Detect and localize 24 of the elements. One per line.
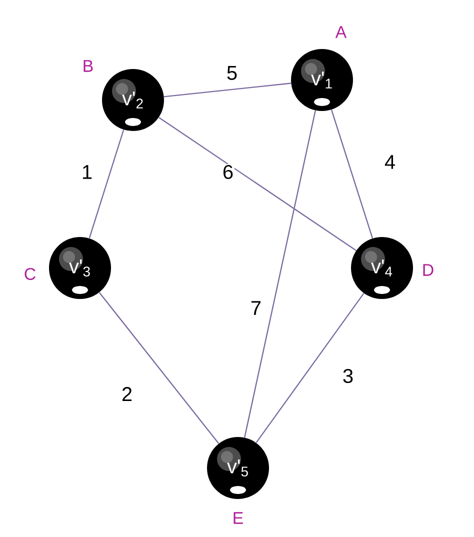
edge-label: 6 xyxy=(221,164,235,180)
edge-line xyxy=(244,110,316,438)
sphere: v'$_{4}$ xyxy=(351,237,413,299)
sphere: v'$_{3}$ xyxy=(49,237,111,299)
edge-line xyxy=(330,110,374,238)
edge-label: 7 xyxy=(249,300,263,316)
edge-label: 4 xyxy=(383,154,397,170)
edge-line xyxy=(256,292,364,444)
node-letter: A xyxy=(335,26,347,38)
edge-label: 2 xyxy=(120,386,134,402)
edge-line xyxy=(98,292,220,444)
node-letter: C xyxy=(24,268,36,280)
edge-line xyxy=(164,82,292,98)
node-letter: D xyxy=(423,264,434,276)
edge-label: 1 xyxy=(80,164,94,180)
node-letter: E xyxy=(234,512,243,524)
sphere: v'$_{1}$ xyxy=(291,49,353,111)
edge-line xyxy=(88,130,124,238)
edge-label: 3 xyxy=(341,368,355,384)
edge-line xyxy=(158,116,356,252)
sphere: v'$_{5}$ xyxy=(207,437,269,499)
sphere: v'$_{2}$ xyxy=(102,69,164,131)
node-letter: B xyxy=(84,60,93,72)
edge-label: 5 xyxy=(225,65,239,81)
